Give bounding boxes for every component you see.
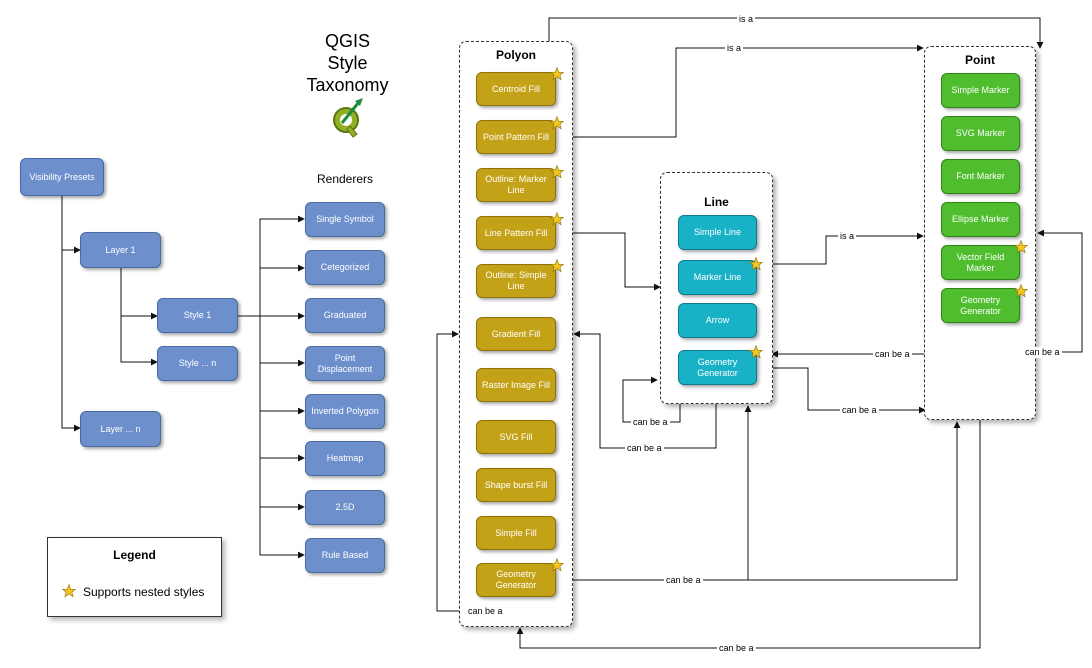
polygon-group-title: Polyon (495, 48, 536, 62)
visibility-presets-node[interactable]: Visibility Presets (20, 158, 104, 196)
edge-label-can-be-a: can be a (625, 443, 664, 454)
title-line-1: QGIS (324, 31, 370, 51)
star-icon (550, 212, 564, 226)
qgis-logo-icon (333, 98, 363, 138)
point-ellipse-marker[interactable]: Ellipse Marker (941, 202, 1020, 237)
star-icon (1014, 240, 1028, 254)
point-simple-marker[interactable]: Simple Marker (941, 73, 1020, 108)
star-icon (550, 558, 564, 572)
edge-label-is-a: is a (838, 231, 857, 242)
renderer-graduated[interactable]: Graduated (305, 298, 385, 333)
point-svg-marker[interactable]: SVG Marker (941, 116, 1020, 151)
renderer-2-5d[interactable]: 2.5D (305, 490, 385, 525)
polygon-raster-image-fill[interactable]: Raster Image Fill (476, 368, 556, 402)
renderer-categorized[interactable]: Cetegorized (305, 250, 385, 285)
polygon-point-pattern-fill[interactable]: Point Pattern Fill (476, 120, 556, 154)
style-1-node[interactable]: Style 1 (157, 298, 238, 333)
polygon-geometry-generator[interactable]: Geometry Generator (476, 563, 556, 597)
line-group-title: Line (704, 195, 729, 209)
point-vector-field-marker[interactable]: Vector Field Marker (941, 245, 1020, 280)
legend-star-label: Supports nested styles (83, 585, 205, 599)
polygon-outline-simple-line[interactable]: Outline: Simple Line (476, 264, 556, 298)
title-line-3: Taxonomy (306, 75, 389, 95)
polygon-svg-fill[interactable]: SVG Fill (476, 420, 556, 454)
polygon-outline-marker-line[interactable]: Outline: Marker Line (476, 168, 556, 202)
edge-label-can-be-a: can be a (840, 405, 879, 416)
legend-box: Legend Supports nested styles (47, 537, 222, 617)
star-icon (550, 259, 564, 273)
edge-label-can-be-a: can be a (873, 349, 912, 360)
polygon-shape-burst-fill[interactable]: Shape burst Fill (476, 468, 556, 502)
polygon-simple-fill[interactable]: Simple Fill (476, 516, 556, 550)
edge-label-can-be-a: can be a (466, 606, 505, 617)
renderer-rule-based[interactable]: Rule Based (305, 538, 385, 573)
layer-1-node[interactable]: Layer 1 (80, 232, 161, 268)
line-marker-line[interactable]: Marker Line (678, 260, 757, 295)
renderer-point-displacement[interactable]: Point Displacement (305, 346, 385, 381)
star-icon (749, 257, 763, 271)
point-geometry-generator[interactable]: Geometry Generator (941, 288, 1020, 323)
point-font-marker[interactable]: Font Marker (941, 159, 1020, 194)
renderer-heatmap[interactable]: Heatmap (305, 441, 385, 476)
line-simple-line[interactable]: Simple Line (678, 215, 757, 250)
edge-label-is-a: is a (737, 14, 756, 25)
star-icon (749, 345, 763, 359)
star-icon (550, 67, 564, 81)
polygon-centroid-fill[interactable]: Centroid Fill (476, 72, 556, 106)
renderer-single-symbol[interactable]: Single Symbol (305, 202, 385, 237)
title-line-2: Style (327, 53, 368, 73)
renderer-inverted-polygon[interactable]: Inverted Polygon (305, 394, 385, 429)
renderers-heading: Renderers (316, 172, 374, 186)
style-n-node[interactable]: Style ... n (157, 346, 238, 381)
polygon-gradient-fill[interactable]: Gradient Fill (476, 317, 556, 351)
edge-label-can-be-a: can be a (664, 575, 703, 586)
star-icon (550, 165, 564, 179)
edge-label-can-be-a: can be a (717, 643, 756, 654)
line-geometry-generator[interactable]: Geometry Generator (678, 350, 757, 385)
edge-label-can-be-a: can be a (631, 417, 670, 428)
polygon-line-pattern-fill[interactable]: Line Pattern Fill (476, 216, 556, 250)
star-icon (1014, 284, 1028, 298)
line-arrow[interactable]: Arrow (678, 303, 757, 338)
edge-label-is-a: is a (725, 43, 744, 54)
star-icon (550, 116, 564, 130)
layer-n-node[interactable]: Layer ... n (80, 411, 161, 447)
point-group-title: Point (965, 53, 995, 67)
star-icon (62, 584, 76, 598)
edge-label-can-be-a: can be a (1023, 347, 1062, 358)
legend-title: Legend (113, 548, 156, 562)
diagram-title: QGIS Style Taxonomy (295, 30, 400, 96)
